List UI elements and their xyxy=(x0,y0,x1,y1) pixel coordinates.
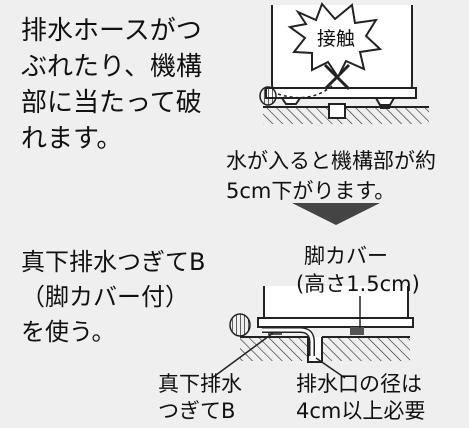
problem-description: 排水ホースがつ ぶれたり、機構 部に当たって破 れます。 xyxy=(21,13,202,157)
problem-line: 部に当たって破 xyxy=(21,88,202,118)
leader-line xyxy=(211,332,274,379)
drain-hose-coil xyxy=(229,313,251,337)
floor-hatch xyxy=(322,337,410,361)
elbow-label-line: つぎてB xyxy=(158,399,236,423)
solution-line: 真下排水つぎてB xyxy=(21,248,206,276)
sink-caption: 水が入ると機構部が約 5cm下がります。 xyxy=(226,146,436,206)
down-arrow-icon xyxy=(292,203,380,225)
sink-caption-line: 5cm下がります。 xyxy=(226,179,396,203)
sink-caption-line: 水が入ると機構部が約 xyxy=(226,149,436,173)
solution-description: 真下排水つぎてB （脚カバー付） を使う。 xyxy=(21,245,205,350)
problem-line: ぶれたり、機構 xyxy=(21,52,202,82)
elbow-label: 真下排水 つぎてB xyxy=(158,371,242,425)
foot-cover-line: 脚カバー xyxy=(304,244,388,268)
contact-label: 接触 xyxy=(317,28,355,50)
top-illustration: 接触 xyxy=(259,2,429,124)
problem-line: 排水ホースがつ xyxy=(21,16,202,46)
elbow-label-line: 真下排水 xyxy=(158,372,242,396)
solution-line: （脚カバー付） xyxy=(21,283,189,311)
washer-base xyxy=(265,87,417,99)
problem-line: れます。 xyxy=(21,124,123,154)
drain-hose-coil xyxy=(259,86,277,106)
outlet-label-line: 4cm以上必要 xyxy=(296,399,426,423)
outlet-label-line: 排水口の径は xyxy=(296,372,422,396)
drain-outlet xyxy=(328,103,346,119)
contact-burst-icon xyxy=(287,2,383,79)
washer-base xyxy=(257,317,414,328)
foot-cover-label: 脚カバー (高さ1.5cm) xyxy=(296,242,420,298)
leader-line xyxy=(315,357,346,379)
outlet-label: 排水口の径は 4cm以上必要 xyxy=(296,371,425,425)
bottom-illustration xyxy=(211,286,414,379)
solution-line: を使う。 xyxy=(21,318,116,346)
washer-foot xyxy=(280,97,302,105)
foot-cover xyxy=(350,327,364,335)
foot-cover-line: (高さ1.5cm) xyxy=(296,272,420,296)
washer-foot xyxy=(374,97,396,106)
